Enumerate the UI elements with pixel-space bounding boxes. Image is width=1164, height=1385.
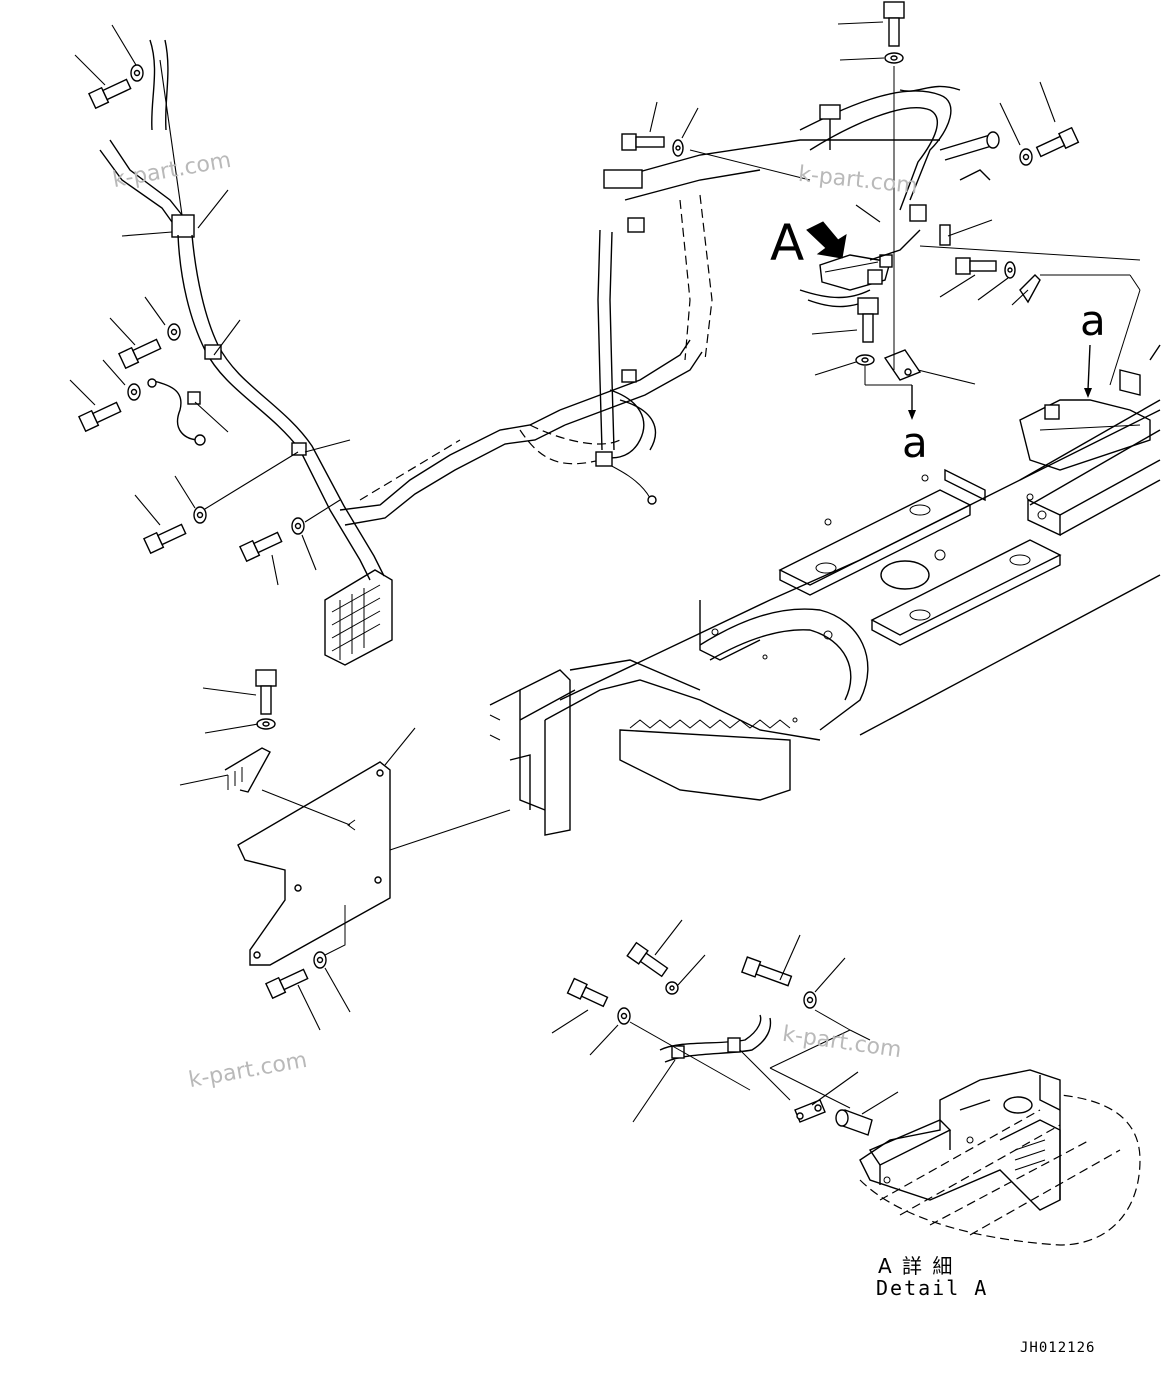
bracket-fasteners <box>179 669 351 1031</box>
top-center-fasteners <box>621 1 1080 370</box>
center-switch-bracket <box>799 229 1141 420</box>
view-a-label: A <box>770 214 805 272</box>
harness-clamp-lower <box>291 442 307 456</box>
left-bolts <box>78 64 305 563</box>
detail-title-jp: A 詳 細 <box>878 1254 955 1278</box>
connector-block <box>324 569 393 666</box>
ref-label-a-center: a <box>902 418 928 467</box>
detail-a-view <box>859 1069 1141 1246</box>
drawing-number: JH012126 <box>1020 1340 1096 1356</box>
detail-fasteners <box>551 919 899 1136</box>
harness-clamp-upper <box>171 214 195 238</box>
bracket-plate <box>237 727 511 966</box>
harness-clamp-middle <box>204 344 222 360</box>
left-wire-harness <box>99 39 393 666</box>
left-leaders <box>69 24 351 586</box>
detail-title-en: Detail A <box>876 1276 989 1300</box>
view-a-arrow <box>806 221 847 259</box>
main-harness-routing <box>339 139 940 526</box>
main-frame <box>489 344 1161 836</box>
ref-label-a-right: a <box>1080 296 1106 345</box>
